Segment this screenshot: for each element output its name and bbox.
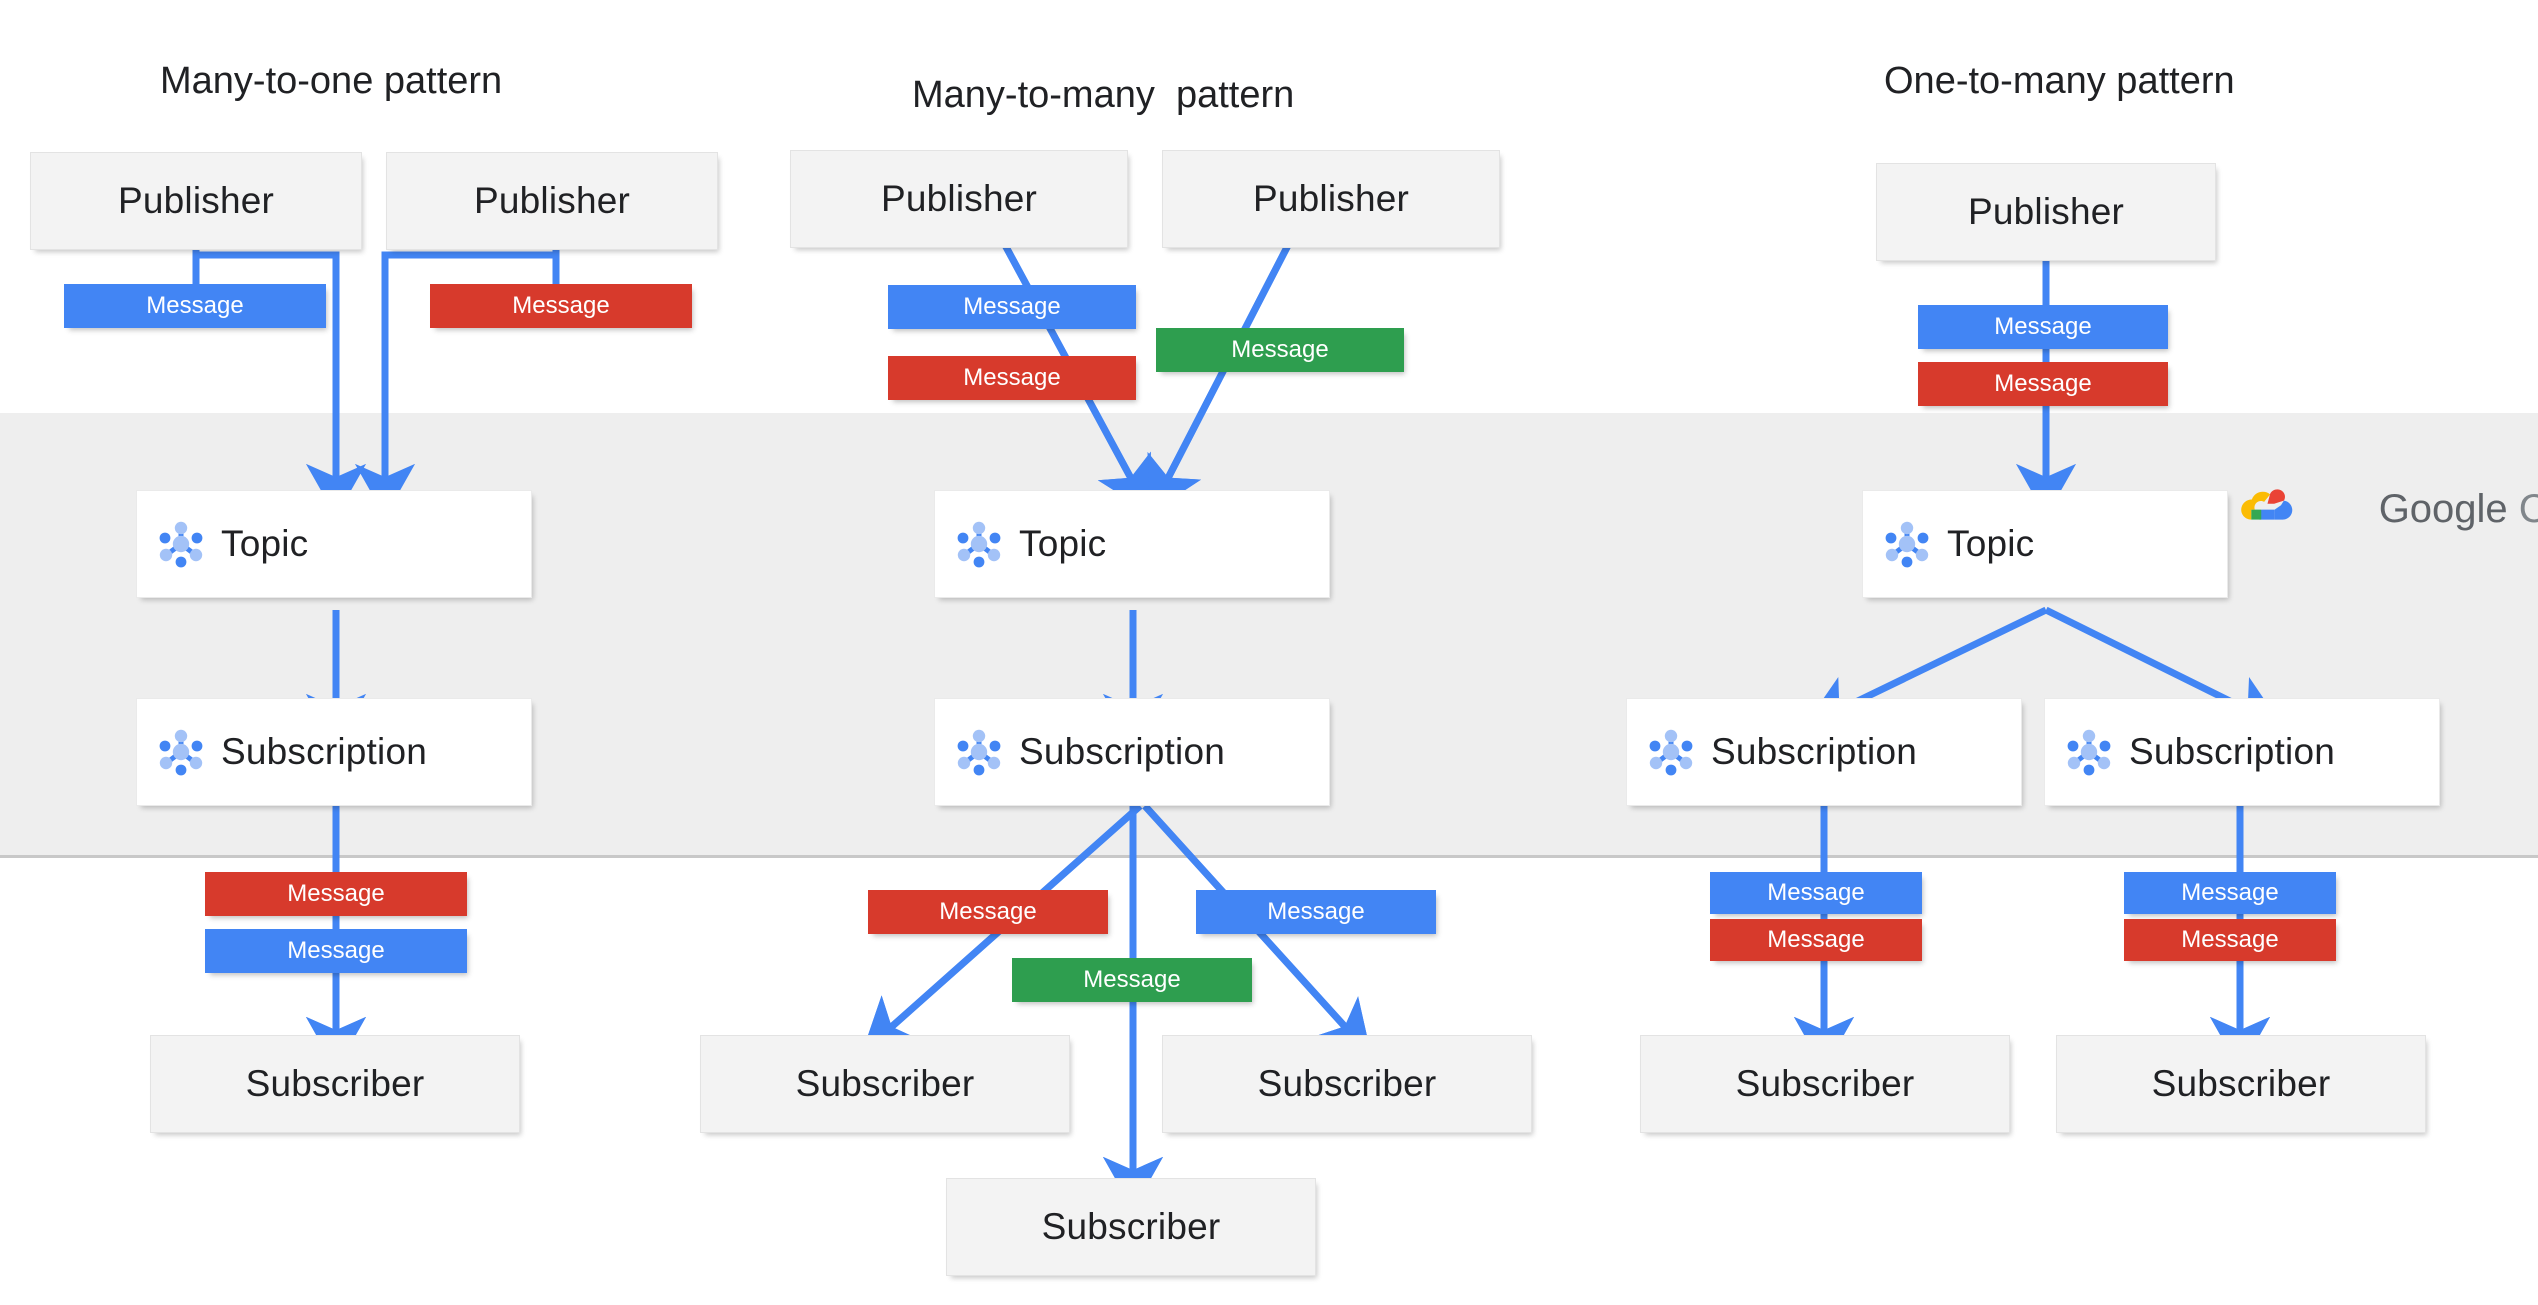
message-chip: Message xyxy=(2124,919,2336,961)
publisher-label: Publisher xyxy=(1252,178,1410,219)
subscriber-label: Subscriber xyxy=(245,1063,425,1104)
pubsub-icon xyxy=(1649,729,1693,776)
publisher-label: Publisher xyxy=(880,178,1038,219)
subscription-box[interactable]: Subscription xyxy=(1626,698,2022,806)
pubsub-icon xyxy=(159,729,203,776)
topic-box[interactable]: Topic xyxy=(136,490,532,598)
message-label: Message xyxy=(512,292,610,319)
publisher-label: Publisher xyxy=(473,180,631,221)
publisher-label: Publisher xyxy=(117,180,275,221)
pubsub-icon xyxy=(957,521,1001,568)
message-chip: Message xyxy=(205,872,467,916)
publisher-label: Publisher xyxy=(1967,191,2125,232)
message-chip: Message xyxy=(1918,305,2168,349)
message-label: Message xyxy=(963,293,1061,320)
google-cloud-logo: Google Cloud xyxy=(2238,442,2538,577)
pubsub-icon xyxy=(159,521,203,568)
topic-box[interactable]: Topic xyxy=(934,490,1330,598)
subscription-box[interactable]: Subscription xyxy=(934,698,1330,806)
subscriber-box[interactable]: Subscriber xyxy=(946,1178,1316,1276)
message-chip: Message xyxy=(1710,872,1922,914)
message-label: Message xyxy=(287,937,385,964)
title-many-to-many: Many-to-many pattern xyxy=(912,74,1295,116)
subscriber-box[interactable]: Subscriber xyxy=(1640,1035,2010,1133)
cloud-word: Cloud xyxy=(2518,487,2538,531)
message-chip: Message xyxy=(868,890,1108,934)
message-chip: Message xyxy=(2124,872,2336,914)
subscription-label: Subscription xyxy=(2129,731,2336,772)
message-label: Message xyxy=(1994,313,2092,340)
subscriber-box[interactable]: Subscriber xyxy=(2056,1035,2426,1133)
title-many-to-one: Many-to-one pattern xyxy=(160,60,503,102)
subscriber-label: Subscriber xyxy=(2151,1063,2331,1104)
publisher-box[interactable]: Publisher xyxy=(790,150,1128,248)
subscription-label: Subscription xyxy=(1711,731,1918,772)
subscription-label: Subscription xyxy=(221,731,428,772)
message-label: Message xyxy=(287,880,385,907)
subscriber-box[interactable]: Subscriber xyxy=(150,1035,520,1133)
message-chip: Message xyxy=(1918,362,2168,406)
message-chip: Message xyxy=(1196,890,1436,934)
google-word: Google xyxy=(2378,487,2508,531)
message-chip: Message xyxy=(1012,958,1252,1002)
topic-label: Topic xyxy=(221,523,309,564)
topic-box[interactable]: Topic xyxy=(1862,490,2228,598)
google-cloud-mark xyxy=(2241,488,2293,520)
message-label: Message xyxy=(2181,926,2279,953)
message-label: Message xyxy=(1231,336,1329,363)
message-chip: Message xyxy=(1710,919,1922,961)
subscriber-label: Subscriber xyxy=(795,1063,975,1104)
message-label: Message xyxy=(1994,370,2092,397)
message-label: Message xyxy=(1267,898,1365,925)
publisher-box[interactable]: Publisher xyxy=(1876,163,2216,261)
message-chip: Message xyxy=(64,284,326,328)
subscription-box[interactable]: Subscription xyxy=(2044,698,2440,806)
message-chip: Message xyxy=(1156,328,1404,372)
title-one-to-many: One-to-many pattern xyxy=(1884,60,2235,102)
message-label: Message xyxy=(963,364,1061,391)
message-chip: Message xyxy=(888,356,1136,400)
pubsub-icon xyxy=(2067,729,2111,776)
subscription-box[interactable]: Subscription xyxy=(136,698,532,806)
message-label: Message xyxy=(939,898,1037,925)
subscriber-box[interactable]: Subscriber xyxy=(1162,1035,1532,1133)
google-cloud-wordmark: Google Cloud xyxy=(2312,442,2538,577)
message-chip: Message xyxy=(205,929,467,973)
publisher-box[interactable]: Publisher xyxy=(30,152,362,250)
subscriber-label: Subscriber xyxy=(1257,1063,1437,1104)
message-chip: Message xyxy=(888,285,1136,329)
topic-label: Topic xyxy=(1947,523,2035,564)
subscription-label: Subscription xyxy=(1019,731,1226,772)
message-chip: Message xyxy=(430,284,692,328)
publisher-box[interactable]: Publisher xyxy=(1162,150,1500,248)
message-label: Message xyxy=(1083,966,1181,993)
pubsub-icon xyxy=(957,729,1001,776)
message-label: Message xyxy=(146,292,244,319)
message-label: Message xyxy=(1767,926,1865,953)
subscriber-label: Subscriber xyxy=(1735,1063,1915,1104)
message-label: Message xyxy=(2181,879,2279,906)
publisher-box[interactable]: Publisher xyxy=(386,152,718,250)
subscriber-box[interactable]: Subscriber xyxy=(700,1035,1070,1133)
subscriber-label: Subscriber xyxy=(1041,1206,1221,1247)
pubsub-icon xyxy=(1885,521,1929,568)
topic-label: Topic xyxy=(1019,523,1107,564)
message-label: Message xyxy=(1767,879,1865,906)
